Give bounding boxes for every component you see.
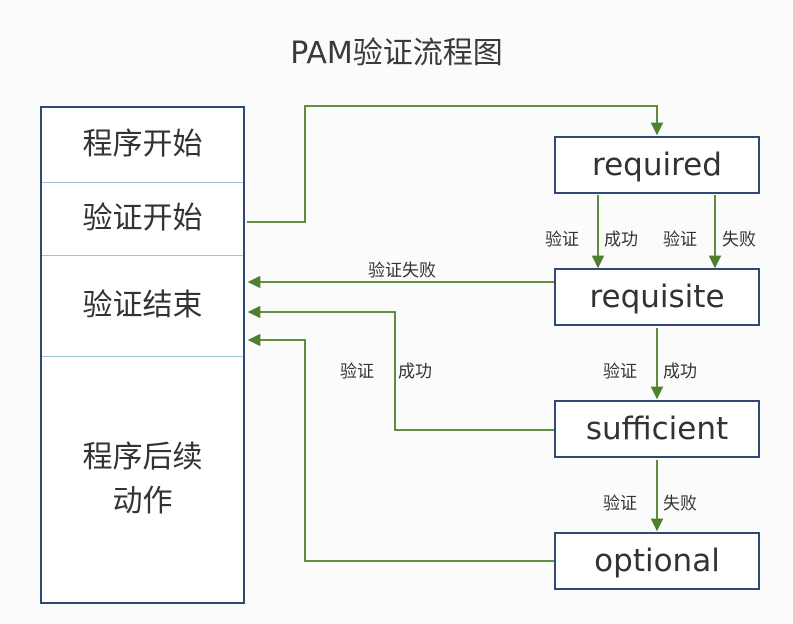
followup-action-cell: 程序后续 动作 — [42, 357, 243, 602]
required-fail-label-b: 失败 — [722, 230, 756, 250]
auth-end-cell: 验证结束 — [82, 288, 203, 324]
module-requisite: requisite — [554, 268, 760, 326]
cell-divider — [42, 182, 243, 183]
module-required: required — [554, 136, 760, 194]
module-sufficient: sufficient — [554, 400, 760, 458]
auth-start-to-required-arrow — [247, 105, 664, 223]
module-optional: optional — [554, 532, 760, 590]
sufficient-success-arrow — [247, 305, 554, 431]
requisite-success-label-b: 成功 — [663, 362, 697, 382]
program-flow-box: 程序开始 验证开始 验证结束 程序后续 动作 — [40, 106, 245, 604]
followup-line-2: 动作 — [112, 483, 173, 519]
cell-divider — [42, 356, 243, 357]
requisite-success-label-a: 验证 — [603, 362, 637, 382]
program-start-cell: 程序开始 — [82, 127, 203, 163]
cell-divider — [42, 255, 243, 256]
sufficient-success-label-b: 成功 — [398, 362, 432, 382]
auth-start-cell: 验证开始 — [82, 201, 203, 237]
required-success-label-b: 成功 — [604, 230, 638, 250]
sufficient-fail-label-a: 验证 — [603, 494, 637, 514]
optional-to-auth-end-arrow — [247, 333, 554, 562]
followup-line-1: 程序后续 — [82, 440, 203, 475]
required-fail-label-a: 验证 — [663, 230, 697, 250]
sufficient-fail-label-b: 失败 — [663, 494, 697, 514]
diagram-title: PAM验证流程图 — [290, 36, 503, 71]
required-success-label-a: 验证 — [545, 230, 579, 250]
requisite-fail-label: 验证失败 — [368, 261, 436, 281]
sufficient-success-label-a: 验证 — [340, 362, 374, 382]
